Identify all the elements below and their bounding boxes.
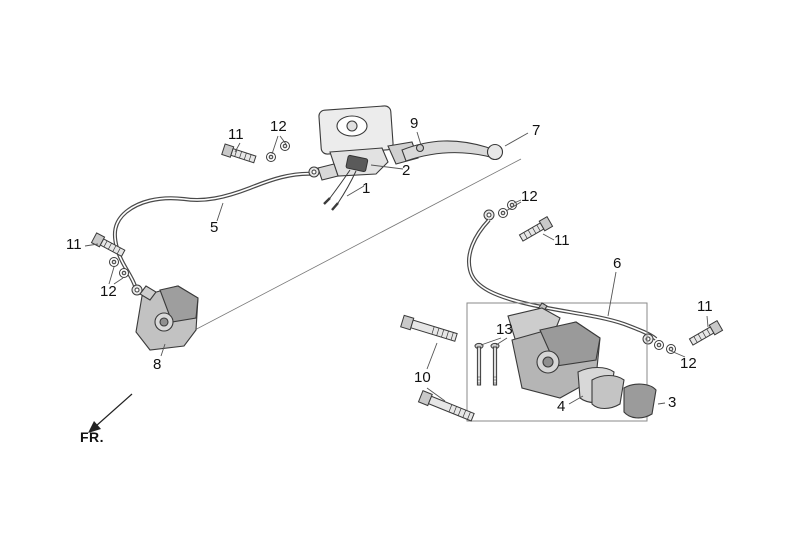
- front-master-cylinder-assembly: [317, 105, 504, 181]
- banjo-bolt-rear-caliper: [687, 320, 724, 348]
- fr-label: FR.: [80, 429, 105, 445]
- callout-2: 2: [402, 162, 411, 179]
- hose-eyelet: [483, 209, 495, 221]
- callout-11-rear-upper: 11: [554, 232, 570, 249]
- callout-4: 4: [557, 398, 566, 415]
- caliper-mount-bolt-lower: [417, 390, 476, 424]
- leader-lines: [84, 131, 709, 405]
- fr-arrow: [88, 393, 133, 433]
- brake-lever: [401, 140, 498, 162]
- callout-11-rear-caliper: 11: [697, 298, 713, 315]
- brake-pad-set: [577, 366, 625, 410]
- reference-diagonal-line: [167, 158, 522, 345]
- hose-eyelet: [642, 333, 654, 345]
- callout-9: 9: [410, 115, 419, 132]
- callout-12-rear-upper: 12: [521, 188, 538, 205]
- callout-8: 8: [153, 356, 162, 373]
- callout-3: 3: [668, 394, 677, 411]
- lever-pivot-bolt: [415, 143, 425, 153]
- sealing-washer: [654, 340, 664, 350]
- switch-wires: [323, 169, 357, 211]
- callout-10: 10: [414, 369, 431, 386]
- stop-switch: [345, 154, 369, 173]
- sealing-washer: [498, 208, 508, 218]
- callout-13: 13: [496, 321, 513, 338]
- rear-brake-hose: [467, 218, 658, 341]
- lever-ball-end: [486, 143, 504, 161]
- rear-caliper-assembly-box: [466, 302, 648, 422]
- brake-pad: [623, 383, 657, 419]
- front-caliper: [135, 285, 199, 351]
- banjo-bolt-front-upper: [221, 143, 258, 166]
- hose-eyelet: [308, 166, 320, 178]
- pad-pin: [490, 342, 500, 386]
- sealing-washer: [266, 152, 276, 162]
- caliper-mount-bolt-upper: [400, 314, 459, 344]
- callout-12-rear-caliper: 12: [680, 355, 697, 372]
- banjo-bolt-rear-upper: [517, 216, 554, 244]
- callout-12-front-caliper: 12: [100, 283, 117, 300]
- callout-12-front-upper: 12: [270, 118, 287, 135]
- pad-pin: [474, 342, 484, 386]
- callout-5: 5: [210, 219, 219, 236]
- sealing-washer: [119, 268, 129, 278]
- callout-11-front-caliper: 11: [66, 236, 82, 253]
- banjo-bolt-front-caliper: [90, 232, 127, 259]
- callout-11-front-upper: 11: [228, 126, 244, 143]
- callout-1: 1: [362, 180, 371, 197]
- callout-6: 6: [613, 255, 622, 272]
- sealing-washer: [109, 257, 119, 267]
- callout-7: 7: [532, 122, 541, 139]
